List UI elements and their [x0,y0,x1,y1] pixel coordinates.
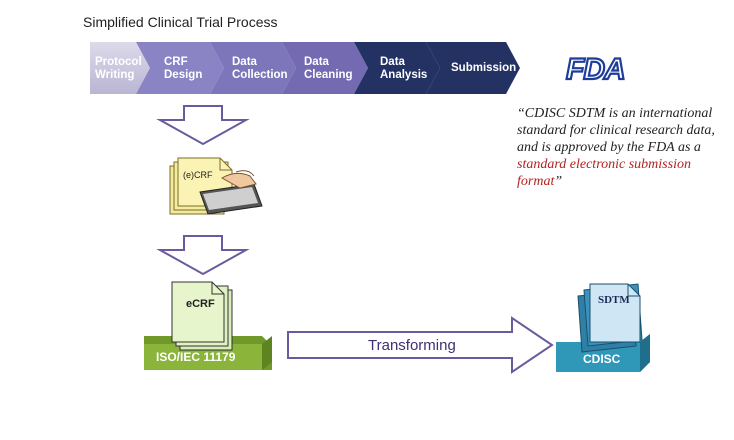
step-label-data-analysis: Data Analysis [380,56,427,82]
step-line1: Data [380,56,405,68]
step-line1: Data [232,56,257,68]
iso-label: ISO/IEC 11179 [156,350,236,364]
quote-highlight: standard electronic submission format [517,157,691,189]
step-line1: Protocol [95,56,142,68]
ecrf-hands-label: (e)CRF [183,170,213,180]
cdisc-quote: “CDISC SDTM is an international standard… [517,105,727,190]
quote-text: “CDISC SDTM is an international standard… [517,106,715,155]
step-line2: Analysis [380,69,428,81]
ecrf-label: eCRF [186,298,215,310]
step-line1: Submission [451,62,517,74]
cdisc-label: CDISC [583,352,621,366]
step-line1: CRF [164,56,188,68]
step-label-crf-design: CRF Design [164,56,202,82]
down-arrow-2 [156,235,250,276]
fda-logo: FDA [565,52,627,87]
step-line2: Writing [95,69,135,81]
quote-close: ” [554,174,563,189]
step-line2: Cleaning [304,69,353,81]
step-label-protocol-writing: Protocol Writing [95,56,142,82]
ecrf-hands-icon [169,157,263,215]
step-line2: Collection [232,69,288,81]
step-line1: Data [304,56,329,68]
step-label-submission: Submission [451,62,516,75]
transforming-label: Transforming [368,337,456,354]
svg-text:FDA: FDA [566,53,625,86]
step-label-data-cleaning: Data Cleaning [304,56,353,82]
sdtm-label: SDTM [598,294,630,306]
diagram-title: Simplified Clinical Trial Process [83,14,278,30]
down-arrow-1 [156,105,250,146]
step-label-data-collection: Data Collection [232,56,288,82]
step-line2: Design [164,69,203,81]
